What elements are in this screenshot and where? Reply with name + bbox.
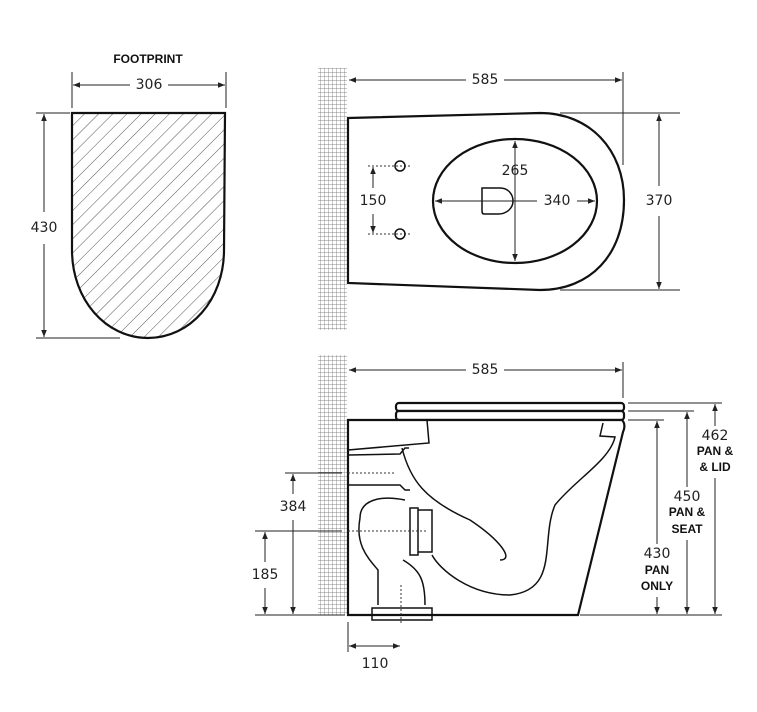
footprint-view: FOOTPRINT 306 430 [31, 52, 227, 340]
top-length-label: 585 [472, 72, 499, 88]
waste-height-label: 384 [280, 499, 307, 515]
outlet-shape [481, 187, 514, 215]
fixing-hole [394, 160, 406, 172]
bowl-trap-curve [401, 422, 616, 596]
outlet-pipe [358, 497, 433, 606]
side-length-label: 585 [472, 362, 499, 378]
pan-side-outline [346, 418, 626, 617]
footprint-width-label: 306 [136, 77, 163, 93]
wall-hatch [318, 355, 347, 615]
top-width-label: 370 [646, 193, 673, 209]
seat-height-caption: PAN & [669, 505, 706, 519]
hole-spacing-label: 150 [360, 193, 387, 209]
seat-height-value: 450 [674, 489, 701, 505]
footprint-title: FOOTPRINT [113, 52, 183, 66]
lid-height-caption: PAN & [697, 444, 734, 458]
lid-height-value: 462 [702, 428, 729, 444]
footprint-shape [70, 111, 227, 340]
lid [394, 401, 626, 413]
pan-height-caption: PAN [645, 563, 669, 577]
inlet-height-label: 185 [252, 567, 279, 583]
outlet-spigot [371, 607, 433, 621]
side-view: 585 384 185 110 462 PAN & & LID 450 PAN … [252, 355, 734, 672]
top-view: 585 265 340 150 370 [318, 68, 680, 330]
pan-height-caption: ONLY [641, 579, 673, 593]
seat-height-caption: SEAT [671, 522, 703, 536]
bowl-width-label: 340 [544, 193, 571, 209]
bowl-length-label: 265 [502, 163, 529, 179]
lid-height-caption: & LID [699, 460, 731, 474]
footprint-depth-label: 430 [31, 220, 58, 236]
fixing-hole [394, 228, 406, 240]
wall-hatch [318, 68, 347, 330]
seat [394, 409, 626, 422]
outlet-setout-label: 110 [362, 656, 389, 672]
pan-height-value: 430 [644, 546, 671, 562]
